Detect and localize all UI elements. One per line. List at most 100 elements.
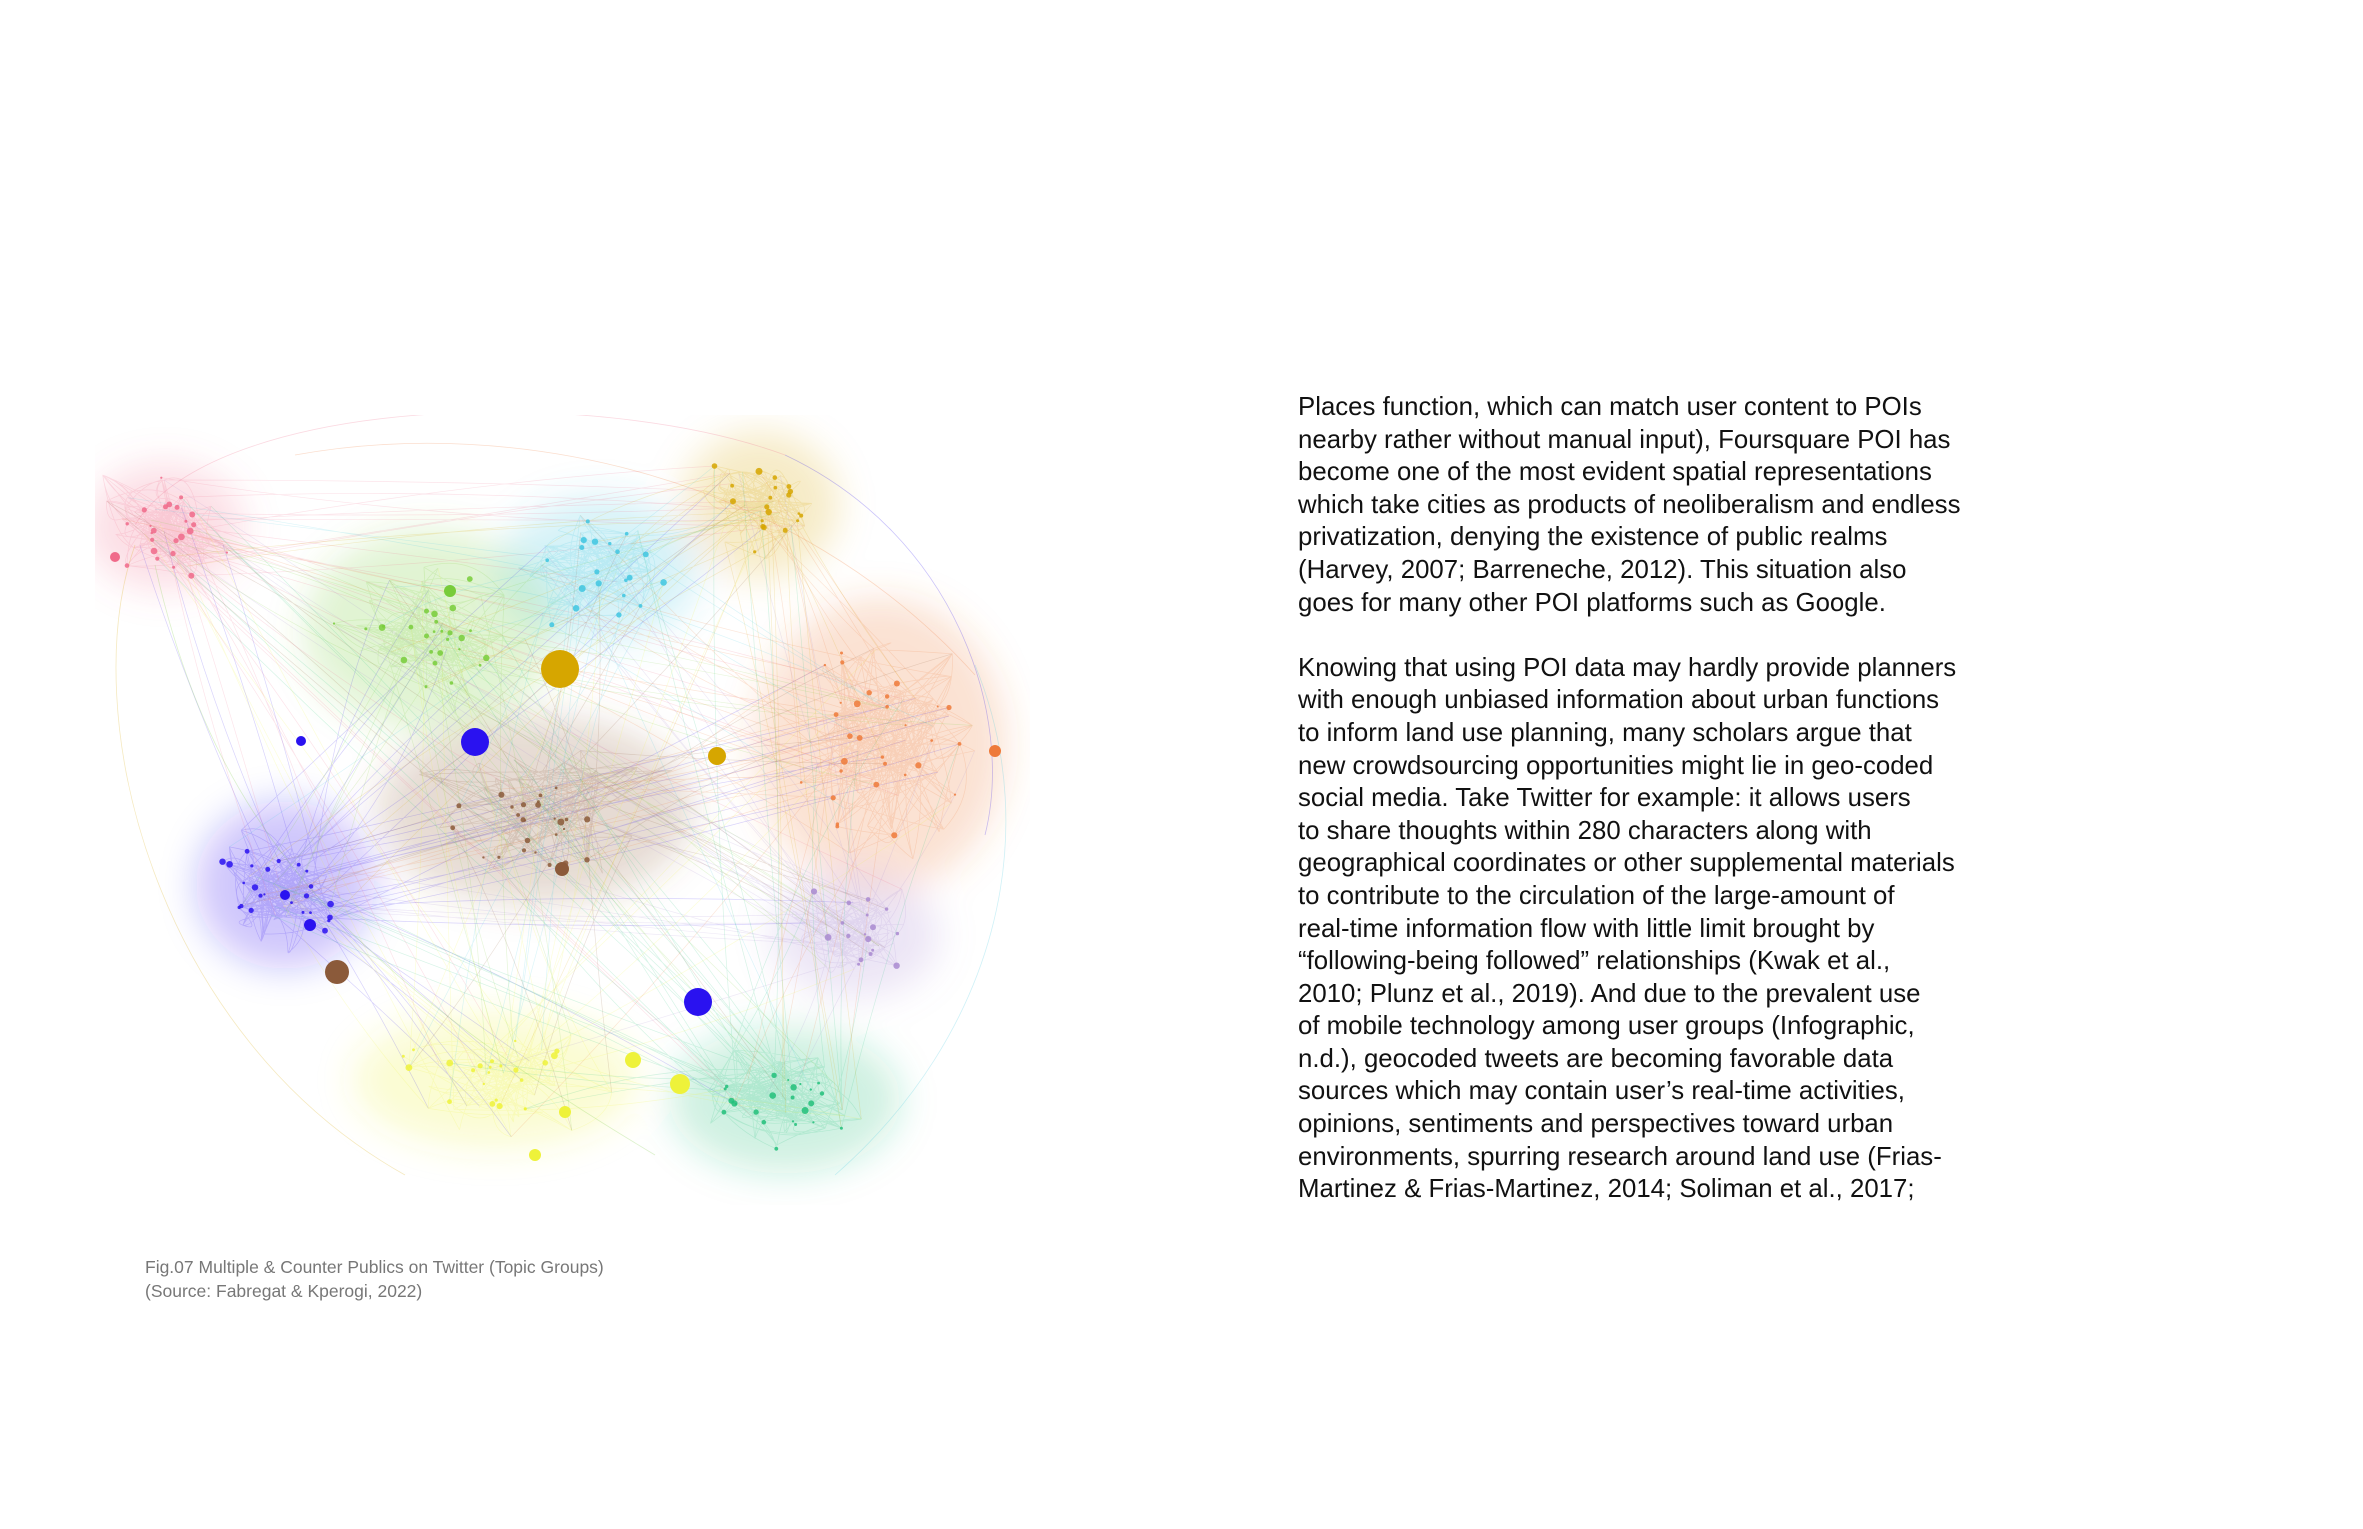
network-node bbox=[915, 762, 922, 769]
network-node bbox=[885, 704, 889, 709]
hub-node bbox=[529, 1149, 541, 1161]
network-node bbox=[774, 1146, 779, 1151]
network-node bbox=[309, 911, 312, 914]
community-cloud bbox=[304, 530, 556, 730]
network-node bbox=[537, 800, 540, 803]
network-node bbox=[721, 1109, 727, 1115]
network-node bbox=[496, 1103, 503, 1110]
network-node bbox=[303, 893, 310, 899]
edge-bundle bbox=[144, 501, 952, 1138]
network-node bbox=[893, 680, 900, 687]
network-node bbox=[542, 1060, 548, 1066]
network-node bbox=[799, 781, 803, 784]
network-node bbox=[765, 508, 772, 516]
paragraph-gap bbox=[1298, 619, 2018, 652]
text-line: with enough unbiased information about u… bbox=[1298, 686, 1940, 715]
network-node bbox=[490, 1059, 494, 1064]
network-node bbox=[790, 1084, 797, 1091]
network-node bbox=[305, 869, 309, 873]
node-layer bbox=[110, 463, 1001, 1161]
network-node bbox=[797, 512, 801, 515]
network-node bbox=[847, 733, 853, 739]
community-cloud bbox=[669, 1026, 901, 1174]
network-node bbox=[585, 519, 590, 524]
network-node bbox=[760, 523, 766, 530]
network-node bbox=[141, 507, 147, 513]
network-node bbox=[150, 537, 155, 542]
network-node bbox=[554, 833, 558, 836]
hub-node bbox=[444, 585, 456, 597]
network-node bbox=[808, 1100, 815, 1107]
network-node bbox=[248, 907, 254, 913]
network-node bbox=[735, 1102, 738, 1106]
network-node bbox=[615, 549, 620, 554]
network-node bbox=[489, 1101, 496, 1107]
network-node bbox=[499, 1064, 503, 1068]
network-node bbox=[296, 862, 301, 867]
network-node bbox=[930, 739, 934, 742]
body-text-column: Places function, which can match user co… bbox=[1298, 391, 2018, 1206]
hub-node bbox=[461, 728, 489, 756]
network-node bbox=[322, 927, 328, 934]
text-line: (Harvey, 2007; Barreneche, 2012). This s… bbox=[1298, 555, 1907, 584]
network-node bbox=[830, 795, 836, 801]
network-node bbox=[817, 1081, 820, 1085]
network-node bbox=[251, 884, 259, 891]
network-node bbox=[840, 660, 845, 665]
network-node bbox=[447, 630, 453, 636]
text-line: opinions, sentiments and perspectives to… bbox=[1298, 1110, 1894, 1139]
text-line: Places function, which can match user co… bbox=[1298, 393, 1922, 421]
network-node bbox=[219, 858, 226, 865]
network-node bbox=[155, 556, 160, 561]
network-node bbox=[790, 1095, 795, 1100]
network-node bbox=[884, 907, 889, 911]
network-node bbox=[857, 962, 861, 966]
network-node bbox=[764, 504, 770, 510]
network-node bbox=[447, 1099, 452, 1105]
network-node bbox=[554, 1048, 560, 1054]
network-node bbox=[551, 1052, 558, 1060]
network-node bbox=[160, 476, 163, 479]
network-node bbox=[728, 1097, 735, 1104]
network-node bbox=[519, 1078, 524, 1082]
network-node bbox=[189, 511, 196, 518]
text-line: geographical coordinates or other supple… bbox=[1298, 849, 1955, 878]
community-cloud bbox=[95, 464, 244, 590]
network-node bbox=[557, 818, 565, 826]
network-node bbox=[458, 634, 465, 642]
network-node bbox=[791, 1120, 795, 1123]
network-node bbox=[487, 1071, 491, 1074]
network-node bbox=[497, 855, 501, 859]
network-node bbox=[753, 1109, 759, 1115]
network-node bbox=[810, 888, 818, 895]
network-node bbox=[424, 608, 429, 614]
network-node bbox=[513, 1067, 519, 1073]
hub-node bbox=[555, 862, 569, 876]
network-node bbox=[520, 817, 526, 823]
paragraph-2: Knowing that using POI data may hardly p… bbox=[1298, 652, 2018, 1206]
network-node bbox=[768, 495, 773, 500]
network-node bbox=[883, 761, 887, 766]
network-node bbox=[178, 533, 185, 541]
network-node bbox=[642, 551, 649, 558]
network-node bbox=[891, 832, 898, 839]
network-node bbox=[839, 769, 843, 773]
text-line: to contribute to the circulation of the … bbox=[1298, 881, 1895, 910]
network-node bbox=[769, 1092, 776, 1099]
network-node bbox=[250, 864, 254, 868]
network-node bbox=[794, 1123, 798, 1126]
network-node bbox=[865, 936, 872, 943]
network-node bbox=[723, 1087, 727, 1091]
community-cloud bbox=[681, 431, 839, 579]
network-node bbox=[446, 637, 450, 641]
edge-bundle bbox=[121, 471, 975, 1137]
network-node bbox=[626, 574, 633, 581]
network-node bbox=[903, 773, 907, 777]
network-node bbox=[554, 786, 558, 790]
network-node bbox=[431, 610, 438, 618]
edge-bundle bbox=[139, 472, 960, 1137]
network-node bbox=[498, 791, 505, 798]
network-node bbox=[799, 1082, 802, 1086]
network-node bbox=[424, 633, 429, 639]
network-node bbox=[265, 866, 271, 872]
